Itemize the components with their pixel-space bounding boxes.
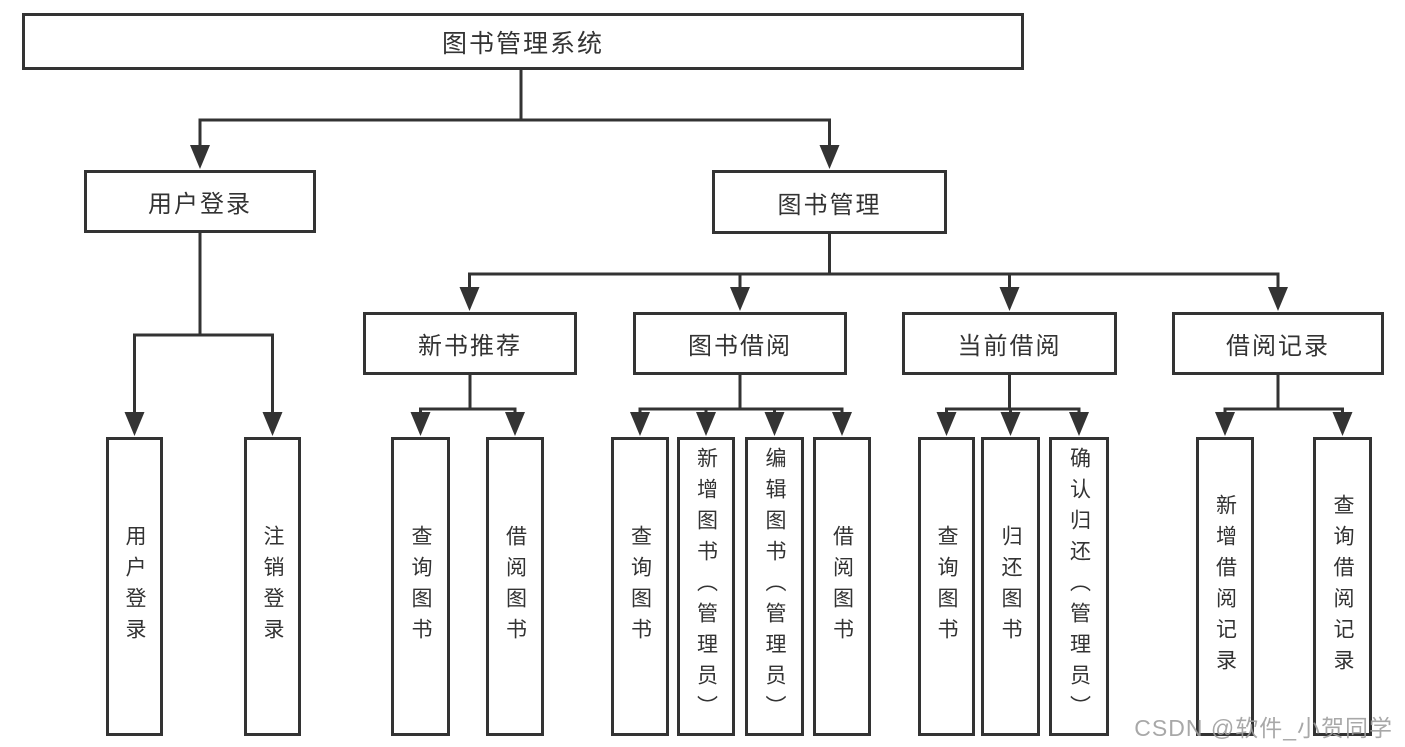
node-label: 查询借阅记录 xyxy=(1331,493,1354,680)
leaf-query-books-borrowing: 查询图书 xyxy=(611,437,669,736)
node-label: 借阅图书 xyxy=(830,524,854,649)
arrow-icon xyxy=(190,145,210,169)
arrow-icon xyxy=(459,287,480,311)
node-label: 确认归还（管理员） xyxy=(1067,447,1091,726)
arrow-icon xyxy=(832,412,852,436)
node-label: 借阅图书 xyxy=(503,524,527,649)
node-label: 图书管理 xyxy=(777,191,882,219)
node-label: 借阅记录 xyxy=(1226,333,1330,360)
node-label: 图书借阅 xyxy=(688,333,792,360)
node-library-management-system: 图书管理系统 xyxy=(22,13,1024,70)
connector-current-borrow-to-leaves xyxy=(945,373,1081,416)
leaf-add-borrow-record: 新增借阅记录 xyxy=(1196,437,1254,736)
arrow-icon xyxy=(730,287,750,311)
node-new-book-recommend: 新书推荐 xyxy=(363,312,577,375)
node-book-management: 图书管理 xyxy=(712,170,947,234)
node-label: 新增图书（管理员） xyxy=(694,447,718,726)
node-book-borrowing: 图书借阅 xyxy=(633,312,847,375)
leaf-confirm-return-admin: 确认归还（管理员） xyxy=(1049,437,1109,736)
connector-user-login-to-leaves xyxy=(133,231,274,416)
node-label: 图书管理系统 xyxy=(441,29,604,58)
node-label: 编辑图书（管理员） xyxy=(763,447,786,726)
arrow-icon xyxy=(999,287,1020,311)
leaf-query-borrow-record: 查询借阅记录 xyxy=(1313,437,1372,736)
node-label: 注销登录 xyxy=(261,524,284,649)
connector-borrow-records-to-leaves xyxy=(1223,373,1344,416)
connector-root-to-level2 xyxy=(198,68,831,149)
leaf-logout: 注销登录 xyxy=(244,437,301,736)
leaf-add-books-admin: 新增图书（管理员） xyxy=(677,437,735,736)
leaf-user-login: 用户登录 xyxy=(106,437,163,736)
node-label: 用户登录 xyxy=(123,524,146,649)
node-label: 查询图书 xyxy=(409,524,432,649)
leaf-query-books-current: 查询图书 xyxy=(918,437,975,736)
leaf-borrow-books-recommend: 借阅图书 xyxy=(486,437,544,736)
node-label: 当前借阅 xyxy=(957,333,1062,360)
arrow-icon xyxy=(505,412,525,436)
arrow-icon xyxy=(1069,412,1089,436)
arrow-icon xyxy=(764,412,785,436)
leaf-borrow-books: 借阅图书 xyxy=(813,437,871,736)
arrow-icon xyxy=(936,412,957,436)
arrow-icon xyxy=(1215,412,1235,436)
arrow-icon xyxy=(696,412,716,436)
arrow-icon xyxy=(124,412,145,436)
node-user-login: 用户登录 xyxy=(84,170,316,233)
node-label: 新增借阅记录 xyxy=(1213,493,1237,680)
connector-book-mgmt-to-level3 xyxy=(468,232,1280,291)
arrow-icon xyxy=(1332,412,1353,436)
node-current-borrowing: 当前借阅 xyxy=(902,312,1117,375)
connector-book-borrow-to-leaves xyxy=(638,373,844,416)
node-label: 归还图书 xyxy=(999,524,1022,649)
node-label: 查询图书 xyxy=(935,524,958,649)
arrow-icon xyxy=(630,412,650,436)
arrow-icon xyxy=(819,145,840,169)
node-label: 新书推荐 xyxy=(418,333,522,360)
arrow-icon xyxy=(410,412,431,436)
leaf-return-books: 归还图书 xyxy=(981,437,1040,736)
node-label: 用户登录 xyxy=(148,191,252,218)
node-borrowing-records: 借阅记录 xyxy=(1172,312,1384,375)
arrow-icon xyxy=(1000,412,1021,436)
node-label: 查询图书 xyxy=(628,524,652,649)
leaf-edit-books-admin: 编辑图书（管理员） xyxy=(745,437,804,736)
arrow-icon xyxy=(262,412,283,436)
leaf-query-books-recommend: 查询图书 xyxy=(391,437,450,736)
connector-new-book-to-leaves xyxy=(419,373,517,416)
arrowheads xyxy=(124,145,1353,436)
arrow-icon xyxy=(1268,287,1288,311)
